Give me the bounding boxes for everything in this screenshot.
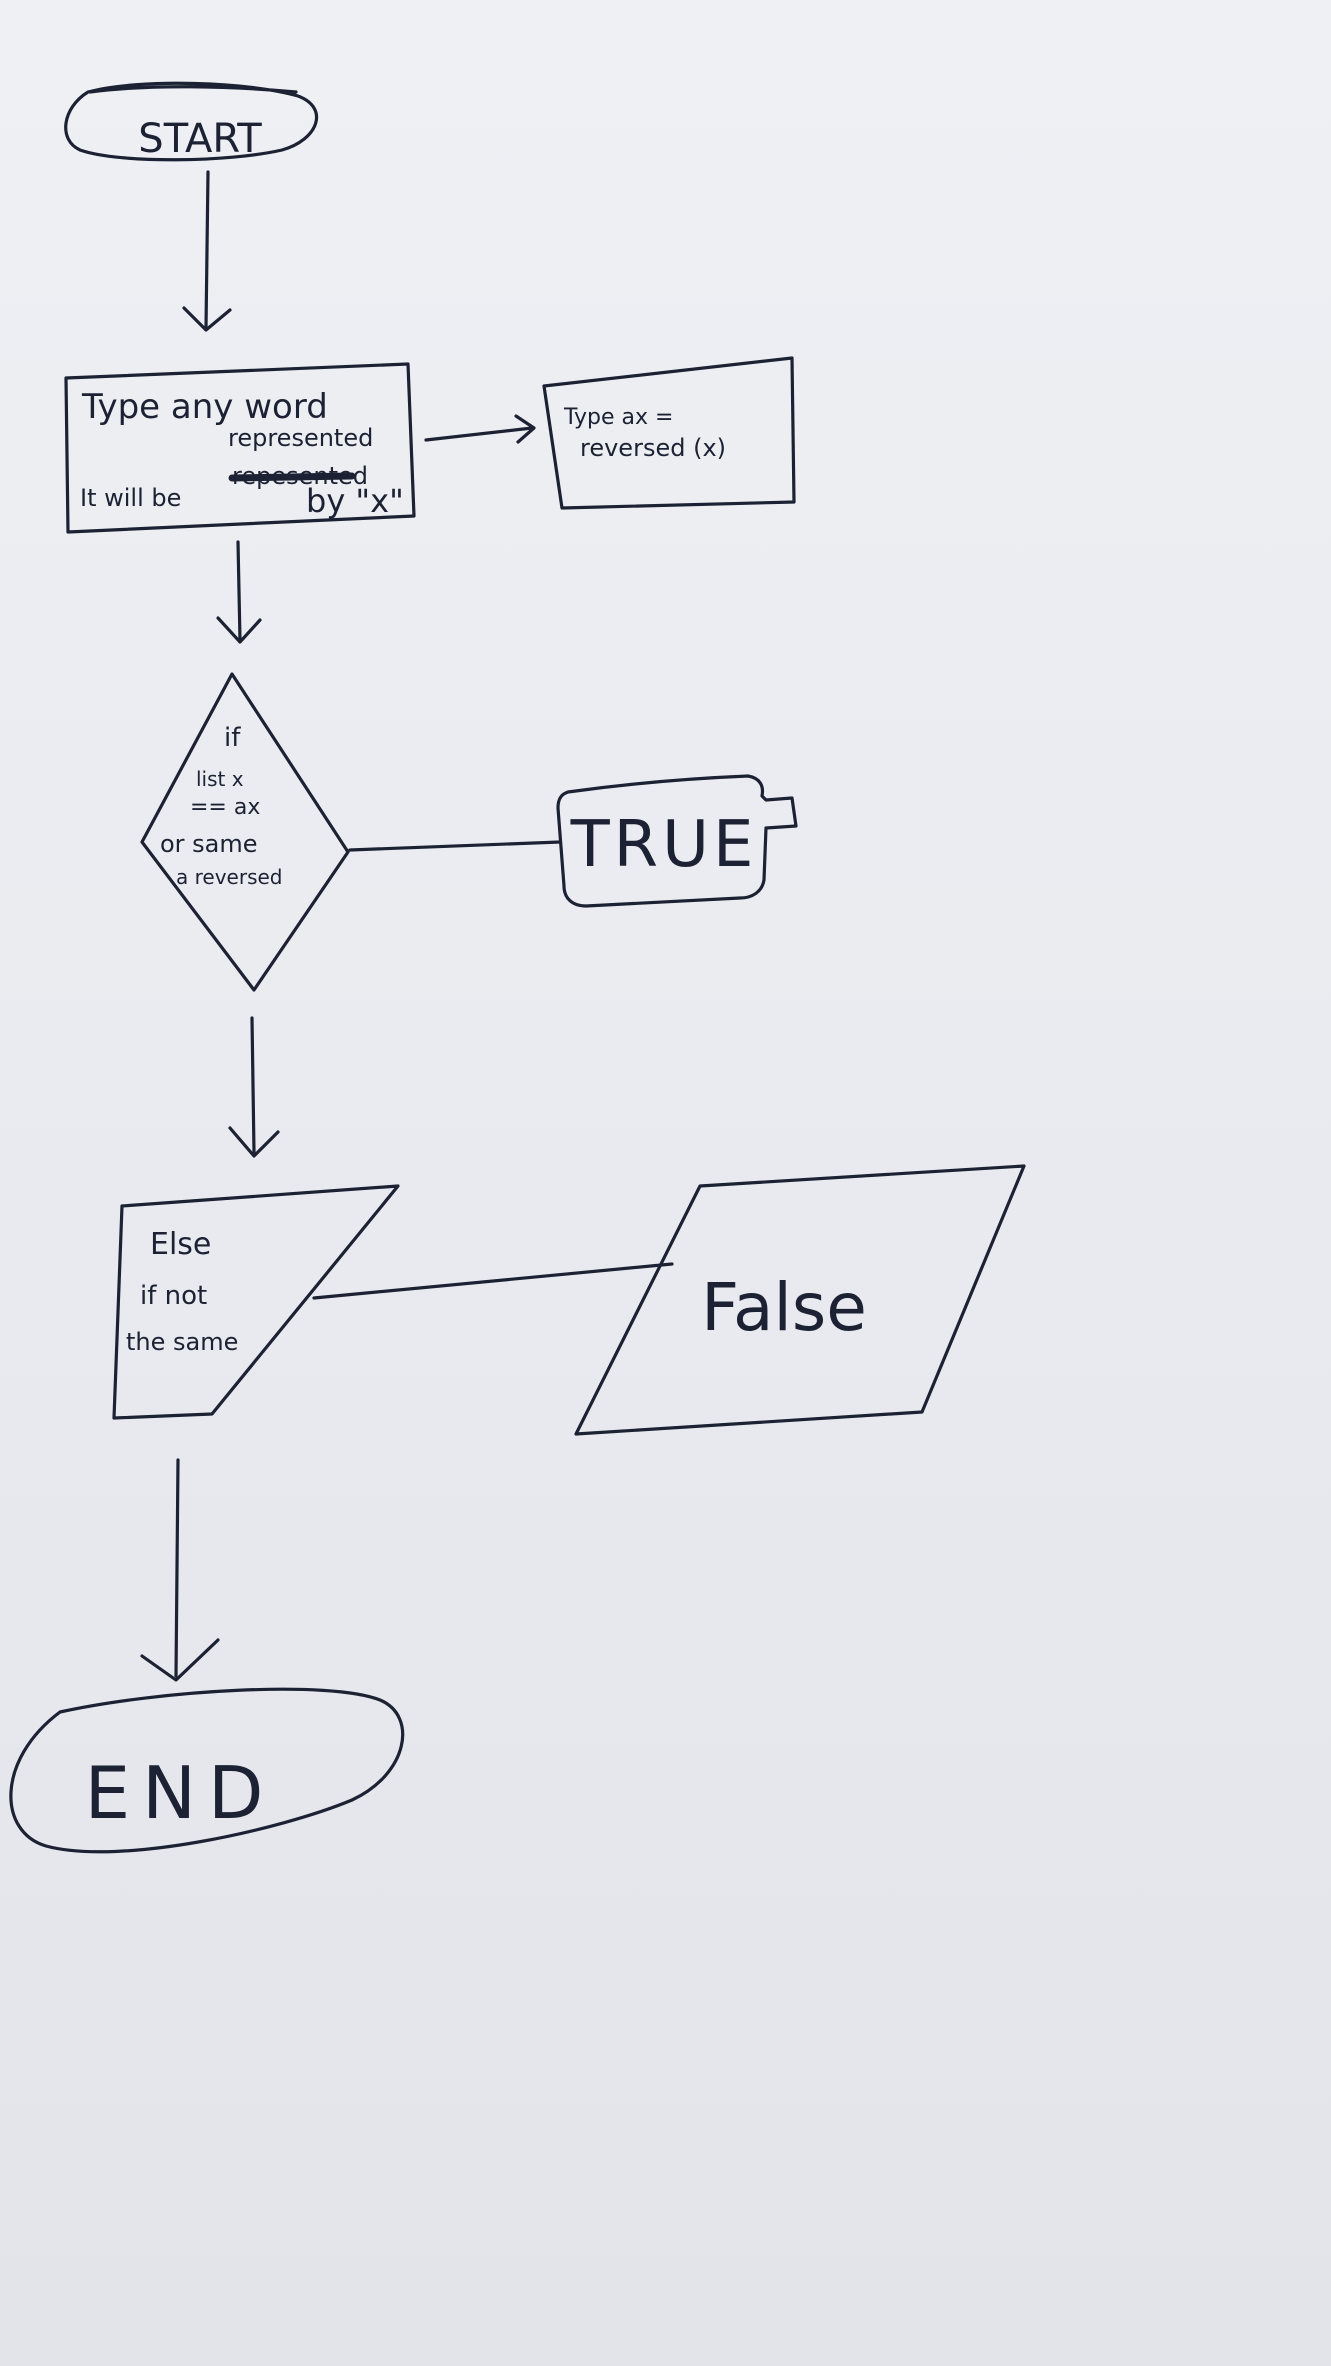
true-box-outline bbox=[556, 774, 798, 908]
decision-line5: a reversed bbox=[176, 865, 282, 889]
decision-line1: if bbox=[224, 723, 241, 753]
false-box: False bbox=[574, 1164, 1026, 1436]
input-line2: It will be bbox=[80, 484, 181, 512]
arrow-start-to-input bbox=[182, 170, 232, 332]
arrow-input-to-decision bbox=[216, 540, 262, 644]
else-line2: if not bbox=[140, 1281, 207, 1311]
decision-line3: == ax bbox=[190, 795, 260, 820]
decision-line4: or same bbox=[160, 830, 258, 858]
side-line2: reversed (x) bbox=[580, 434, 726, 462]
side-box-outline bbox=[542, 356, 796, 510]
arrow-else-to-end bbox=[140, 1458, 220, 1682]
end-label: END bbox=[85, 1751, 276, 1835]
false-box-outline bbox=[574, 1164, 1026, 1436]
input-line1: Type any word bbox=[81, 387, 328, 427]
end-terminator: END bbox=[9, 1687, 405, 1854]
input-line3: by "x" bbox=[306, 482, 404, 520]
else-box: Else if not the same bbox=[112, 1184, 400, 1420]
decision-line2: list x bbox=[196, 767, 244, 791]
input-box-outline bbox=[64, 362, 416, 534]
connector-else-to-false bbox=[312, 1262, 674, 1300]
true-box: TRUE bbox=[556, 774, 798, 908]
decision-diamond: if list x == ax or same a reversed bbox=[140, 672, 350, 992]
false-label: False bbox=[701, 1269, 867, 1346]
start-ellipse bbox=[64, 81, 319, 162]
start-label: START bbox=[138, 116, 262, 162]
end-ellipse bbox=[9, 1687, 405, 1854]
connector-decision-to-true bbox=[348, 840, 562, 852]
side-line1: Type ax = bbox=[563, 405, 673, 430]
else-line1: Else bbox=[150, 1227, 211, 1262]
else-box-outline bbox=[112, 1184, 400, 1420]
decision-outline bbox=[140, 672, 350, 992]
arrow-input-to-side bbox=[424, 414, 536, 444]
arrow-decision-to-else bbox=[228, 1016, 280, 1158]
start-terminator: START bbox=[64, 81, 319, 162]
side-process-box: Type ax = reversed (x) bbox=[542, 356, 796, 510]
input-insertion: represented bbox=[228, 424, 373, 452]
else-line3: the same bbox=[126, 1328, 238, 1356]
true-label: TRUE bbox=[570, 808, 758, 882]
input-process-box: Type any word represented It will be rep… bbox=[64, 362, 416, 534]
crossed-out-word: repesented bbox=[228, 462, 368, 490]
